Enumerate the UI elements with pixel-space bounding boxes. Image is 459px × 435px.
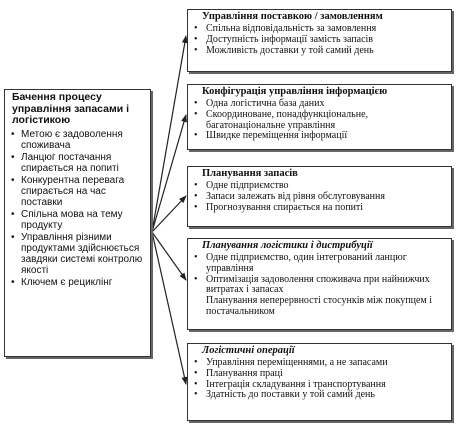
inventory-planning-title: Планування запасів (202, 168, 298, 179)
logistics-operations-box: Логістичні операції Управління переміщен… (187, 343, 452, 421)
logistics-planning-list: Одне підприємство, один інтегрований лан… (194, 252, 447, 318)
arrow-to-inventory-planning (151, 195, 187, 233)
list-item: Управління різними продуктами здійснюєть… (10, 232, 147, 276)
list-item: Оптимізація задоволення споживача при на… (194, 274, 447, 297)
logistics-operations-title: Логістичні операції (202, 345, 295, 356)
process-vision-title: Бачення процесу управління запасами і ло… (12, 91, 130, 126)
list-item: Здатність до поставки у той самий день (194, 390, 447, 401)
list-item: Одне підприємство, один інтегрований лан… (194, 252, 447, 275)
list-item: Спільна мова на тему продукту (10, 209, 147, 231)
list-item: Спільна відповідальність за замовлення (194, 23, 447, 35)
list-item: Можливість доставки у той самий день (194, 45, 447, 57)
list-item: Одна логістична база даних (194, 98, 447, 110)
list-item: Інтеграція складування і транспортування (194, 379, 447, 391)
information-config-list: Одна логістична база даних Скоординоване… (194, 98, 447, 142)
list-item: Конкурентна перевага спирається на час п… (10, 175, 147, 208)
list-item: Швидке переміщення інформації (194, 131, 447, 142)
logistics-planning-title: Планування логістики і дистрибуції (202, 240, 373, 251)
inventory-planning-box: Планування запасів Одне підприємство Зап… (187, 166, 452, 227)
list-item: Прогнозування спирається на попиті (194, 202, 447, 214)
list-item: Доступність інформації замість запасів (194, 34, 447, 46)
order-management-title: Управління поставкою / замовленням (202, 11, 383, 22)
list-item: Ключем є рециклінг (10, 277, 147, 288)
list-item: Планування неперервності стосунків між п… (206, 295, 433, 317)
list-item: Планування праці (194, 368, 447, 380)
list-item: Запаси залежать від рівня обслуговування (194, 191, 447, 203)
logistics-operations-list: Управління переміщеннями, а не запасами … (194, 357, 447, 401)
arrow-to-logistics-planning (151, 231, 187, 281)
arrow-to-order-management (151, 35, 188, 233)
arrow-to-information-config (151, 114, 187, 233)
order-management-list: Спільна відповідальність за замовлення Д… (194, 23, 447, 57)
arrow-to-logistics-operations (151, 231, 188, 385)
process-vision-list: Метою є задоволення споживача Ланцюг пос… (10, 129, 147, 288)
logistics-planning-box: Планування логістики і дистрибуції Одне … (187, 238, 452, 330)
list-item: Одне підприємство (194, 180, 447, 192)
list-item: Ланцюг постачання спирається на попиті (10, 152, 147, 174)
list-item: Скоординоване, понадфункціональне, багат… (194, 109, 447, 132)
order-management-box: Управління поставкою / замовленням Спіль… (187, 9, 452, 72)
process-vision-box: Бачення процесу управління запасами і ло… (4, 89, 151, 357)
list-item: Метою є задоволення споживача (10, 129, 147, 151)
information-config-box: Конфігурація управління інформацією Одна… (187, 84, 452, 150)
inventory-planning-list: Одне підприємство Запаси залежать від рі… (194, 180, 447, 214)
list-item: Управління переміщеннями, а не запасами (194, 357, 447, 369)
information-config-title: Конфігурація управління інформацією (202, 86, 388, 97)
